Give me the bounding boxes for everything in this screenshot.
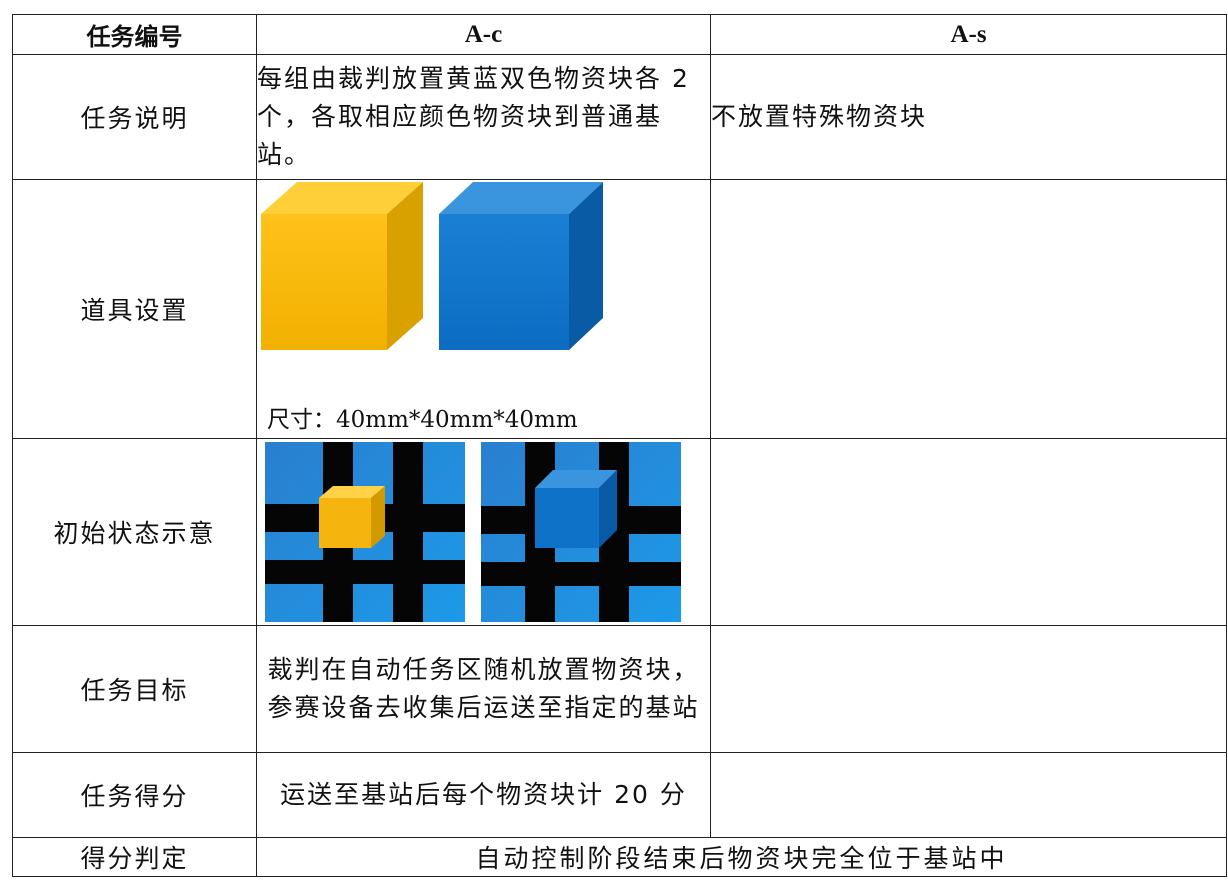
props-cell: 尺寸：40mm*40mm*40mm: [256, 179, 711, 439]
header-ac: A-c: [256, 14, 711, 55]
label-score: 任务得分: [12, 752, 257, 838]
score-as-empty: [710, 752, 1227, 838]
label-description: 任务说明: [12, 54, 257, 180]
label-props: 道具设置: [12, 179, 257, 439]
goal-ac: 裁判在自动任务区随机放置物资块，参赛设备去收集后运送至指定的基站: [256, 625, 711, 753]
cubes-illustration: [261, 182, 603, 350]
judge-value: 自动控制阶段结束后物资块完全位于基站中: [256, 837, 1227, 877]
initial-blue-image: [481, 442, 681, 622]
row-score: 任务得分 运送至基站后每个物资块计 20 分: [12, 752, 1227, 838]
label-initial: 初始状态示意: [12, 438, 257, 626]
task-table: 任务编号 A-c A-s 任务说明 每组由裁判放置黄蓝双色物资块各 2 个，各取…: [12, 14, 1227, 877]
header-as: A-s: [710, 14, 1227, 55]
initial-yellow-image: [265, 442, 465, 622]
blue-cube-icon: [439, 182, 603, 350]
label-judge: 得分判定: [12, 837, 257, 877]
props-as-empty: [710, 179, 1227, 439]
row-props: 道具设置: [12, 179, 1227, 439]
description-as: 不放置特殊物资块: [710, 54, 1227, 180]
header-task-number: 任务编号: [12, 14, 257, 55]
label-goal: 任务目标: [12, 625, 257, 753]
description-ac: 每组由裁判放置黄蓝双色物资块各 2 个，各取相应颜色物资块到普通基站。: [256, 54, 711, 180]
header-row: 任务编号 A-c A-s: [12, 14, 1227, 55]
score-ac: 运送至基站后每个物资块计 20 分: [256, 752, 711, 838]
goal-as-empty: [710, 625, 1227, 753]
initial-cell: [256, 438, 711, 626]
row-description: 任务说明 每组由裁判放置黄蓝双色物资块各 2 个，各取相应颜色物资块到普通基站。…: [12, 54, 1227, 180]
cube-dimension: 尺寸：40mm*40mm*40mm: [267, 407, 578, 433]
row-initial-state: 初始状态示意: [12, 438, 1227, 626]
initial-as-empty: [710, 438, 1227, 626]
row-goal: 任务目标 裁判在自动任务区随机放置物资块，参赛设备去收集后运送至指定的基站: [12, 625, 1227, 753]
row-judge: 得分判定 自动控制阶段结束后物资块完全位于基站中: [12, 837, 1227, 877]
yellow-cube-icon: [261, 182, 423, 350]
